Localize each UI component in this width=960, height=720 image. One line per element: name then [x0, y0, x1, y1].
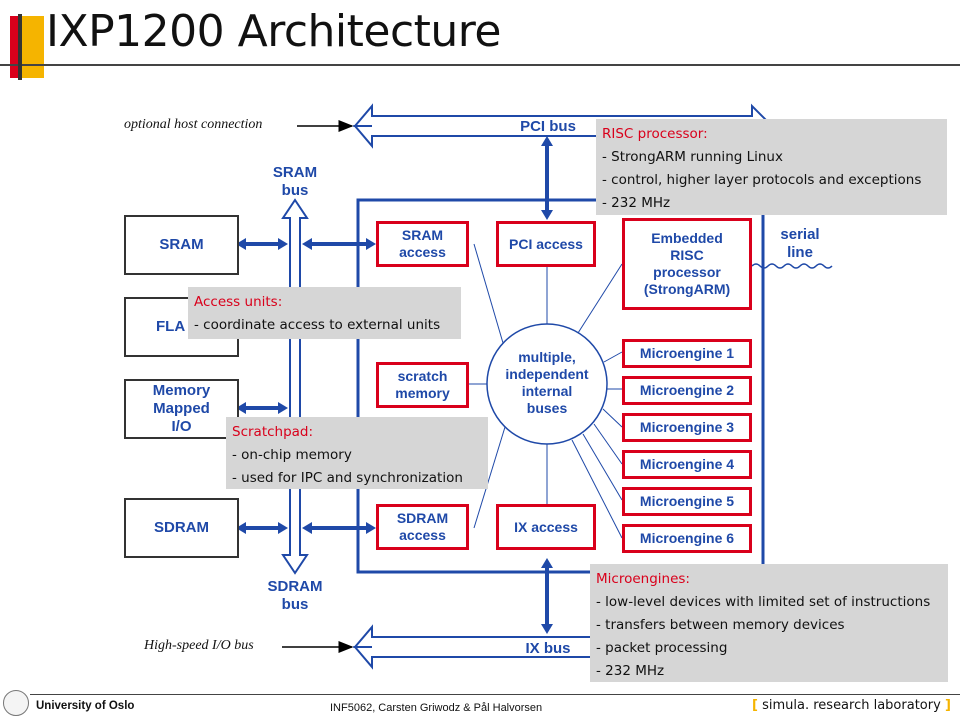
simula-lab-logo: [ simula. research laboratory ]: [752, 698, 951, 713]
footer-authors: INF5062, Carsten Griwodz & Pål Halvorsen: [330, 702, 543, 714]
microengine-4: Microengine 4: [622, 450, 752, 479]
microengine-5: Microengine 5: [622, 487, 752, 516]
title-underline: [0, 64, 960, 66]
title-vertical-rule: [18, 14, 22, 80]
university-seal-icon: [3, 690, 29, 716]
scratchpad-note: Scratchpad: - on-chip memory - used for …: [226, 417, 488, 489]
pci-access-unit: PCI access: [496, 221, 596, 267]
high-speed-io-bus-label: High-speed I/O bus: [144, 638, 254, 653]
optional-host-connection-label: optional host connection: [124, 117, 263, 132]
sdram-device: SDRAM: [124, 498, 239, 558]
risc-processor-note: RISC processor: - StrongARM running Linu…: [596, 119, 947, 215]
microengine-2: Microengine 2: [622, 376, 752, 405]
microengine-1: Microengine 1: [622, 339, 752, 368]
chip-boundary: [356, 198, 765, 574]
title-accent-gold: [22, 16, 44, 78]
ix-bus-label: IX bus: [525, 640, 571, 657]
slide-title: IXP1200 Architecture: [46, 6, 502, 57]
footer-university: University of Oslo: [36, 700, 135, 712]
microengine-3: Microengine 3: [622, 413, 752, 442]
pci-bus-label: PCI bus: [520, 118, 576, 135]
access-units-note: Access units: - coordinate access to ext…: [188, 287, 461, 339]
microengine-6: Microengine 6: [622, 524, 752, 553]
sram-device: SRAM: [124, 215, 239, 275]
footer-rule: [30, 694, 960, 695]
ix-access-unit: IX access: [496, 504, 596, 550]
microengines-note: Microengines: - low-level devices with l…: [590, 564, 948, 682]
